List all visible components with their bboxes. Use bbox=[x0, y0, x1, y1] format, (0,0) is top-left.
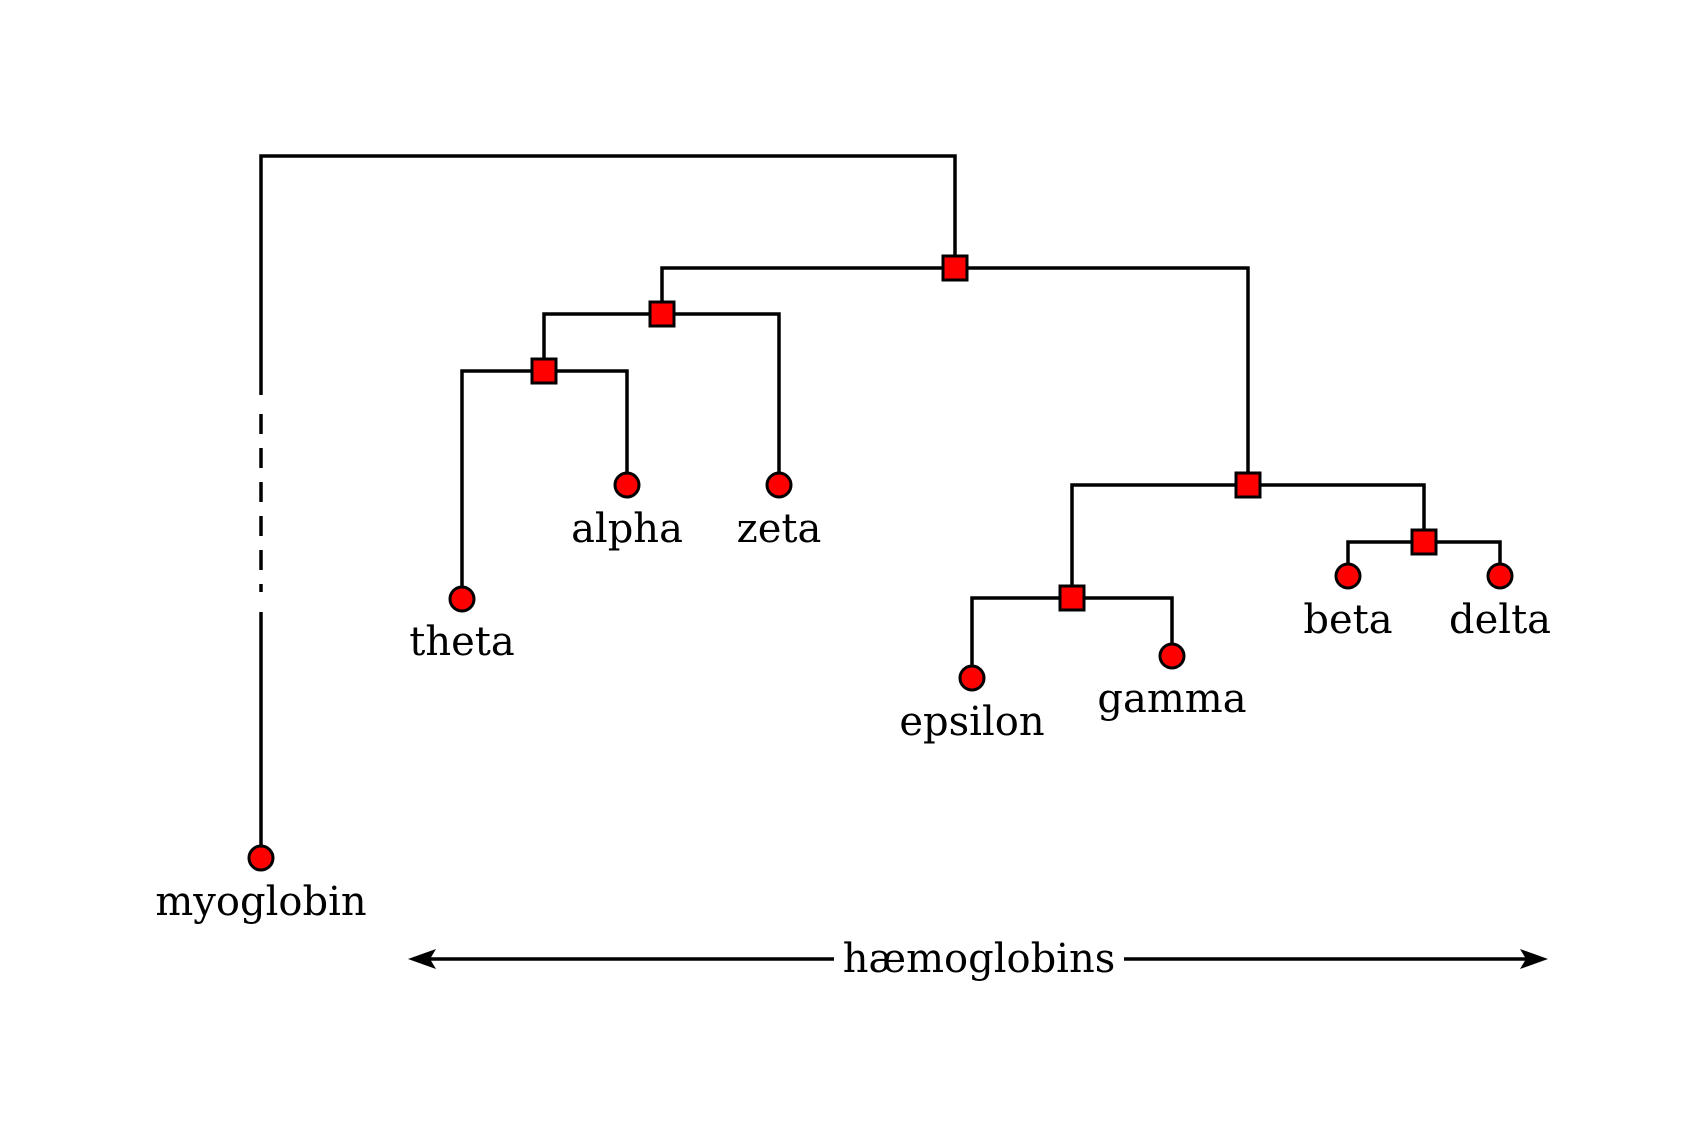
leaf-label-beta: beta bbox=[1303, 597, 1392, 643]
leaf-node-beta bbox=[1334, 562, 1362, 590]
leaf-node-gamma bbox=[1158, 642, 1186, 670]
leaf-label-myoglobin: myoglobin bbox=[155, 879, 366, 925]
leaf-node-myoglobin bbox=[247, 844, 275, 872]
leaf-node-epsilon bbox=[958, 664, 986, 692]
leaf-label-zeta: zeta bbox=[737, 506, 822, 552]
arrow-right-icon bbox=[1520, 949, 1548, 969]
leaf-node-zeta bbox=[765, 471, 793, 499]
duplication-node-beta-delta bbox=[1410, 528, 1438, 556]
branch-alpha-cluster bbox=[542, 312, 781, 485]
leaf-label-gamma: gamma bbox=[1097, 676, 1246, 722]
leaf-labels: myoglobin theta alpha zeta epsilon gamma… bbox=[155, 506, 1551, 925]
duplication-node-theta-alpha bbox=[530, 357, 558, 385]
branch-root bbox=[259, 154, 957, 858]
leaf-node-alpha bbox=[613, 471, 641, 499]
haemoglobins-label: hæmoglobins bbox=[843, 936, 1116, 982]
haemoglobins-range: hæmoglobins bbox=[408, 936, 1548, 982]
duplication-node-epsilon-gamma bbox=[1058, 584, 1086, 612]
duplication-node-root bbox=[941, 254, 969, 282]
leaf-node-delta bbox=[1486, 562, 1514, 590]
branch-theta-alpha bbox=[460, 369, 629, 599]
duplication-node-beta-cluster bbox=[1234, 471, 1262, 499]
duplication-node-alpha-cluster bbox=[648, 300, 676, 328]
leaf-node-theta bbox=[448, 585, 476, 613]
leaf-label-alpha: alpha bbox=[571, 506, 683, 552]
duplication-nodes bbox=[530, 254, 1438, 612]
leaf-label-theta: theta bbox=[409, 619, 514, 665]
leaf-nodes bbox=[247, 471, 1514, 872]
branch-alpha-beta-split bbox=[660, 266, 1250, 485]
leaf-label-epsilon: epsilon bbox=[899, 699, 1044, 745]
arrow-left-icon bbox=[408, 949, 436, 969]
leaf-label-delta: delta bbox=[1449, 597, 1551, 643]
